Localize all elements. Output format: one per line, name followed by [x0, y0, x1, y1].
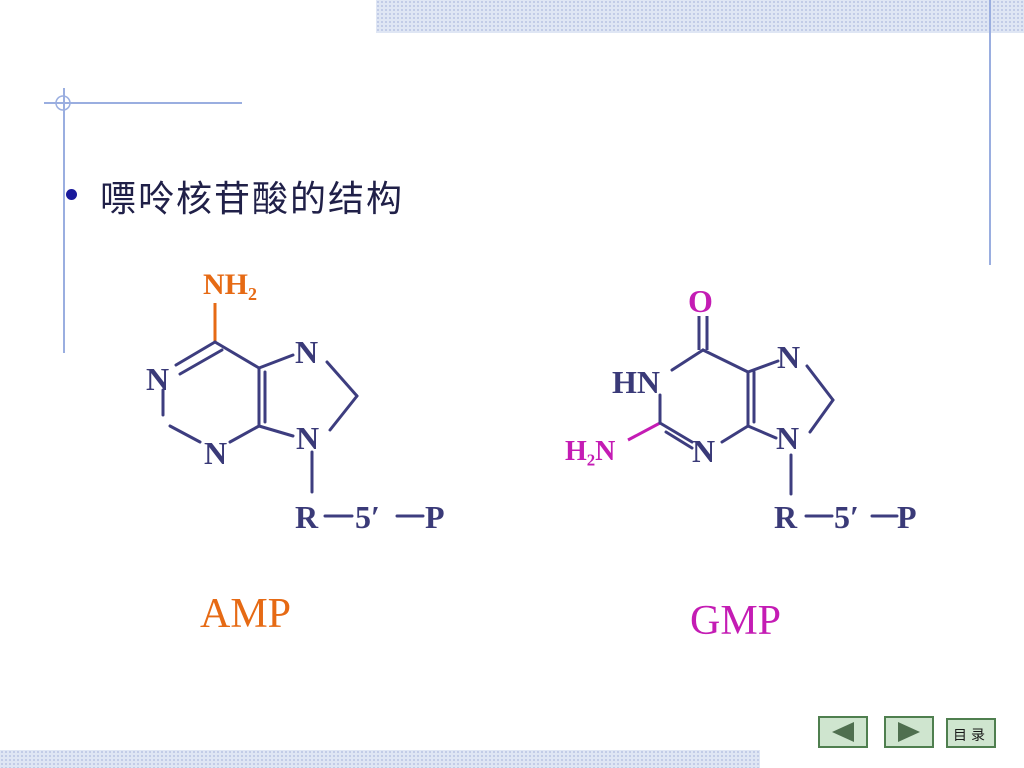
amp-bonds: [161, 340, 425, 518]
amp-p-label: P: [425, 499, 445, 535]
gmp-hn-label: HN: [612, 364, 660, 400]
triangle-left-icon: [832, 722, 854, 742]
gmp-amino-label: H₂N: [565, 436, 615, 467]
slide-title: 嘌呤核苷酸的结构: [100, 179, 405, 220]
gmp-structure: O HN H₂N N N N R 5′ P GMP: [565, 283, 917, 644]
gmp-carbonyl-bond: [697, 316, 709, 350]
amp-n1-label: N: [146, 361, 169, 397]
amp-structure: NH₂ N N N N R 5′ P AMP: [146, 268, 445, 637]
bottom-decor-band: [0, 750, 760, 768]
gmp-bonds: [658, 348, 899, 518]
amp-n9-label: N: [296, 420, 319, 456]
decor-line-vertical-right: [989, 0, 991, 265]
amp-name: AMP: [200, 591, 291, 637]
amp-r-label: R: [295, 499, 319, 535]
gmp-amino-bond: [627, 421, 661, 442]
amp-n7-label: N: [295, 334, 318, 370]
gmp-name: GMP: [690, 598, 781, 644]
decor-line-horizontal: [44, 102, 242, 104]
gmp-p-label: P: [897, 499, 917, 535]
bullet-icon: [66, 189, 77, 200]
gmp-atom-labels: O HN H₂N N N N R 5′ P: [565, 283, 917, 535]
gmp-n9-label: N: [776, 420, 799, 456]
top-decor-band: [376, 0, 1024, 33]
amp-nh2-label: NH₂: [203, 268, 257, 301]
gmp-5prime-label: 5′: [834, 499, 859, 535]
amp-n3-label: N: [204, 435, 227, 471]
triangle-right-icon: [898, 722, 920, 742]
menu-button-label: 目录: [953, 728, 989, 744]
amp-5prime-label: 5′: [355, 499, 380, 535]
gmp-n3-label: N: [692, 433, 715, 469]
table-of-contents-button[interactable]: 目录: [946, 718, 996, 748]
gmp-oxygen-label: O: [688, 283, 713, 319]
gmp-r-label: R: [774, 499, 798, 535]
prev-slide-button[interactable]: [818, 716, 868, 748]
decor-line-vertical-left: [63, 88, 65, 353]
next-slide-button[interactable]: [884, 716, 934, 748]
amp-atom-labels: NH₂ N N N N R 5′ P: [146, 268, 445, 535]
gmp-n7-label: N: [777, 339, 800, 375]
